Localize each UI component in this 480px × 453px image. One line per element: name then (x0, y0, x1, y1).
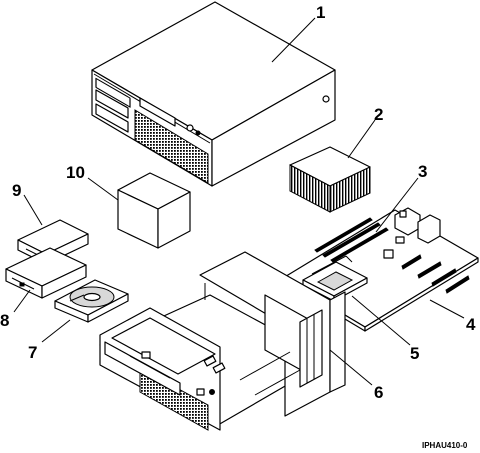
callout-10: 10 (66, 163, 85, 182)
leader-line-3 (375, 177, 419, 233)
leader-line-2 (347, 119, 376, 159)
leader-line-4 (429, 299, 465, 319)
callout-9: 9 (12, 181, 21, 200)
hard-disk-drive (54, 279, 129, 323)
leader-line-9 (23, 194, 43, 226)
callout-1: 1 (316, 3, 325, 22)
callout-8: 8 (0, 311, 9, 330)
leader-line-1 (271, 17, 316, 63)
leader-lines (13, 17, 465, 386)
component-box (117, 172, 191, 249)
callout-6: 6 (374, 383, 383, 402)
leader-line-8 (13, 289, 31, 313)
cd-rom-drive (5, 247, 87, 299)
leader-line-10 (87, 177, 119, 201)
callout-3: 3 (418, 162, 427, 181)
chassis-frame (99, 251, 346, 431)
figure-id: IPHAU410-0 (422, 441, 468, 450)
leader-line-7 (41, 319, 71, 343)
callout-labels: 1 2 3 4 5 6 7 8 9 10 IPHAU410-0 (0, 3, 476, 450)
callout-4: 4 (466, 315, 476, 334)
callout-2: 2 (374, 105, 383, 124)
heat-sink (289, 146, 371, 213)
callout-5: 5 (410, 344, 419, 363)
leader-line-5 (351, 295, 411, 346)
system-unit-cover (91, 1, 336, 187)
callout-7: 7 (28, 343, 37, 362)
leader-line-6 (329, 349, 373, 386)
